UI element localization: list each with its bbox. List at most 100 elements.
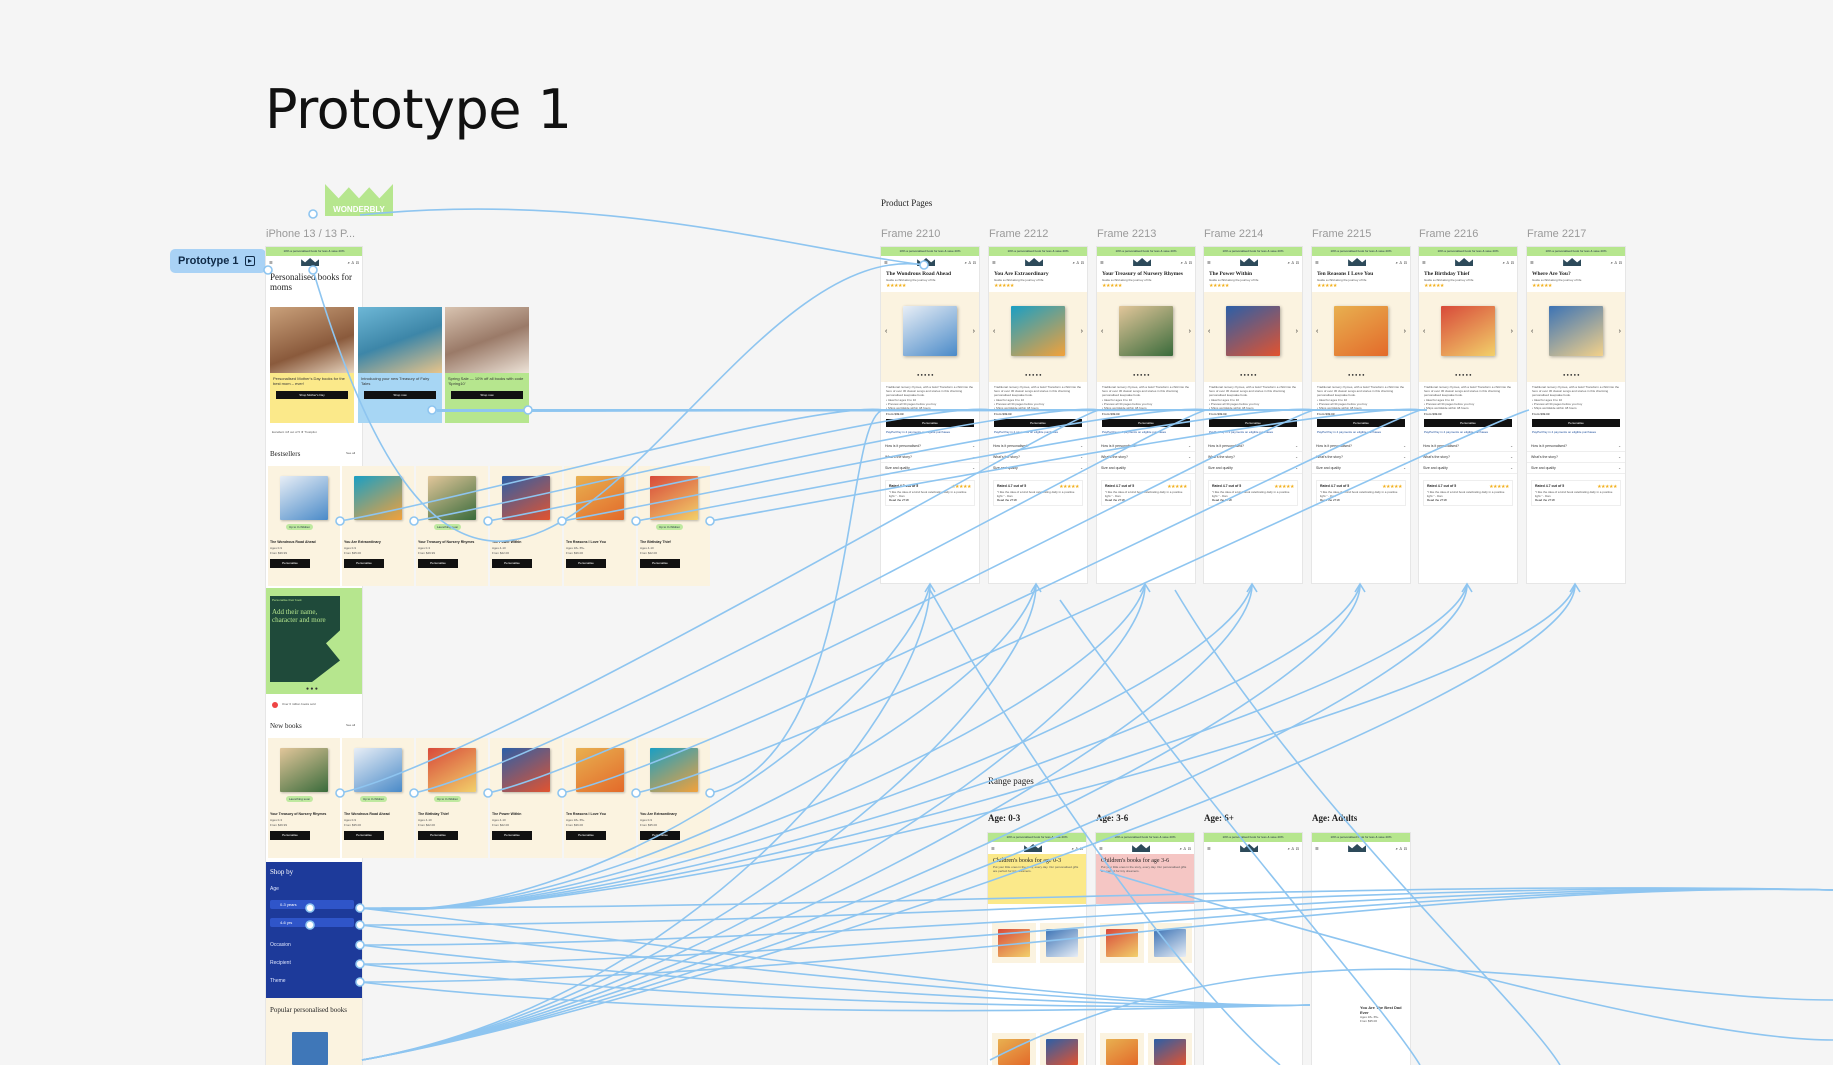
connection-line[interactable] <box>359 944 1311 1007</box>
connection-handle[interactable] <box>557 516 567 526</box>
chevron-down-icon[interactable]: ⌄ <box>1295 455 1298 459</box>
chevron-down-icon[interactable]: ⌄ <box>1295 444 1298 448</box>
personalise-button[interactable]: Personalise <box>418 559 458 568</box>
accordion-item[interactable]: How is it personalised?⌄ <box>1419 441 1517 452</box>
product-frame[interactable]: 10% a personalised book for less & save … <box>989 247 1087 583</box>
connection-line[interactable] <box>635 409 1530 794</box>
connection-handle[interactable] <box>308 265 318 275</box>
chevron-right-icon[interactable]: › <box>1188 328 1191 335</box>
promo-banner[interactable]: 10% a personalised book for less & save … <box>1204 833 1302 842</box>
connection-handle[interactable] <box>631 788 641 798</box>
range-book-card[interactable] <box>1148 923 1192 963</box>
chevron-right-icon[interactable]: › <box>1080 328 1083 335</box>
chevron-down-icon[interactable]: ⌄ <box>1080 444 1083 448</box>
connection-line[interactable] <box>487 409 1315 794</box>
range-book-card[interactable] <box>992 1033 1036 1065</box>
connection-line[interactable] <box>413 408 992 522</box>
connection-line[interactable] <box>359 584 1146 911</box>
connection-handle[interactable] <box>919 260 929 270</box>
nav-icons[interactable]: ⌕ ♙ ⊡ <box>347 259 359 265</box>
book-cover[interactable] <box>354 748 402 792</box>
frame-label[interactable]: Frame 2213 <box>1097 228 1157 240</box>
range-book-card[interactable] <box>1100 923 1144 963</box>
connection-line[interactable] <box>359 208 926 266</box>
book-cover[interactable] <box>280 748 328 792</box>
personalise-button[interactable]: Personalise <box>270 831 310 840</box>
prototype-flow-chip[interactable]: Prototype 1 <box>170 249 266 273</box>
shop-by-occasion[interactable]: Occasion <box>270 942 291 948</box>
connection-handle[interactable] <box>523 405 533 415</box>
carousel-dots[interactable]: ● ● ● <box>306 686 318 692</box>
connection-line[interactable] <box>359 924 1311 1007</box>
product-frame[interactable]: 10% a personalised book for less & save … <box>1312 247 1410 583</box>
accordion-item[interactable]: Size and quality⌄ <box>1419 463 1517 474</box>
connection-line[interactable] <box>359 888 1833 946</box>
hero-card-button[interactable]: Shop now <box>451 391 523 399</box>
frame-label[interactable]: Frame 2217 <box>1527 228 1587 240</box>
logo-icon[interactable] <box>1024 844 1043 852</box>
accordion-item[interactable]: What's the story?⌄ <box>1204 452 1302 463</box>
range-book-card[interactable] <box>1100 1033 1144 1065</box>
connection-handle[interactable] <box>409 516 419 526</box>
book-cover[interactable] <box>502 748 550 792</box>
connection-line[interactable] <box>361 584 1468 1061</box>
connection-line[interactable] <box>359 584 1468 911</box>
personalise-button[interactable]: Personalise <box>344 559 384 568</box>
connection-line[interactable] <box>361 584 1253 1061</box>
accordion-item[interactable]: Size and quality⌄ <box>1204 463 1302 474</box>
accordion-item[interactable]: How is it personalised?⌄ <box>1097 441 1195 452</box>
chevron-left-icon[interactable]: ‹ <box>993 328 996 335</box>
personalise-button[interactable]: Personalise <box>1209 419 1297 427</box>
connection-handle[interactable] <box>631 516 641 526</box>
accordion-item[interactable]: How is it personalised?⌄ <box>1312 441 1410 452</box>
product-cover[interactable] <box>1441 306 1495 356</box>
product-accordion[interactable]: How is it personalised?⌄What's the story… <box>881 441 979 474</box>
product-frame[interactable]: 10% a personalised book for less & save … <box>881 247 979 583</box>
logo-icon[interactable] <box>1132 844 1151 852</box>
gallery-dots[interactable]: ● ● ● ● ● <box>917 372 934 377</box>
chevron-right-icon[interactable]: › <box>1295 328 1298 335</box>
range-book-card[interactable] <box>1040 923 1084 963</box>
accordion-item[interactable]: What's the story?⌄ <box>1527 452 1625 463</box>
personalise-button[interactable]: Personalise <box>492 559 532 568</box>
menu-icon[interactable]: ☰ <box>1207 259 1211 265</box>
menu-icon[interactable]: ☰ <box>1422 259 1426 265</box>
connection-line[interactable] <box>339 408 884 522</box>
accordion-item[interactable]: How is it personalised?⌄ <box>881 441 979 452</box>
personalise-button[interactable]: Personalise <box>886 419 974 427</box>
gallery-dots[interactable]: ● ● ● ● ● <box>1133 372 1150 377</box>
see-all-link[interactable]: See all <box>346 723 356 727</box>
menu-icon[interactable]: ☰ <box>1207 845 1211 851</box>
connection-line[interactable] <box>487 408 1100 522</box>
chevron-down-icon[interactable]: ⌄ <box>1618 444 1621 448</box>
connection-line[interactable] <box>359 887 1833 909</box>
frame-label[interactable]: Frame 2212 <box>989 228 1049 240</box>
chevron-down-icon[interactable]: ⌄ <box>1618 455 1621 459</box>
connection-line[interactable] <box>359 584 1576 911</box>
product-gallery[interactable]: ‹ › ● ● ● ● ● <box>1527 292 1625 382</box>
connection-handle[interactable] <box>335 516 345 526</box>
connection-line[interactable] <box>1174 589 1561 1065</box>
book-cover[interactable] <box>1154 1039 1186 1065</box>
connection-line[interactable] <box>561 408 1207 522</box>
menu-icon[interactable]: ☰ <box>1315 845 1319 851</box>
logo-icon[interactable] <box>1133 258 1152 266</box>
chevron-right-icon[interactable]: › <box>1618 328 1621 335</box>
book-cover[interactable] <box>428 476 476 520</box>
popular-book-cover[interactable] <box>292 1032 328 1065</box>
connection-handle[interactable] <box>355 903 365 913</box>
product-gallery[interactable]: ‹ › ● ● ● ● ● <box>1419 292 1517 382</box>
nav-icons[interactable]: ⌕ ♙ ⊡ <box>1071 845 1083 851</box>
read-reviews-link[interactable]: Read the 2718 <box>889 498 909 502</box>
personalise-button[interactable]: Personalise <box>1424 419 1512 427</box>
chevron-left-icon[interactable]: ‹ <box>1423 328 1426 335</box>
logo-icon[interactable] <box>1240 258 1259 266</box>
book-cover[interactable] <box>576 748 624 792</box>
frame-label-home[interactable]: iPhone 13 / 13 P... <box>266 228 356 240</box>
connection-handle[interactable] <box>483 516 493 526</box>
shop-by-age[interactable]: Age <box>270 886 279 892</box>
menu-icon[interactable]: ☰ <box>884 259 888 265</box>
connection-line[interactable] <box>359 584 931 911</box>
